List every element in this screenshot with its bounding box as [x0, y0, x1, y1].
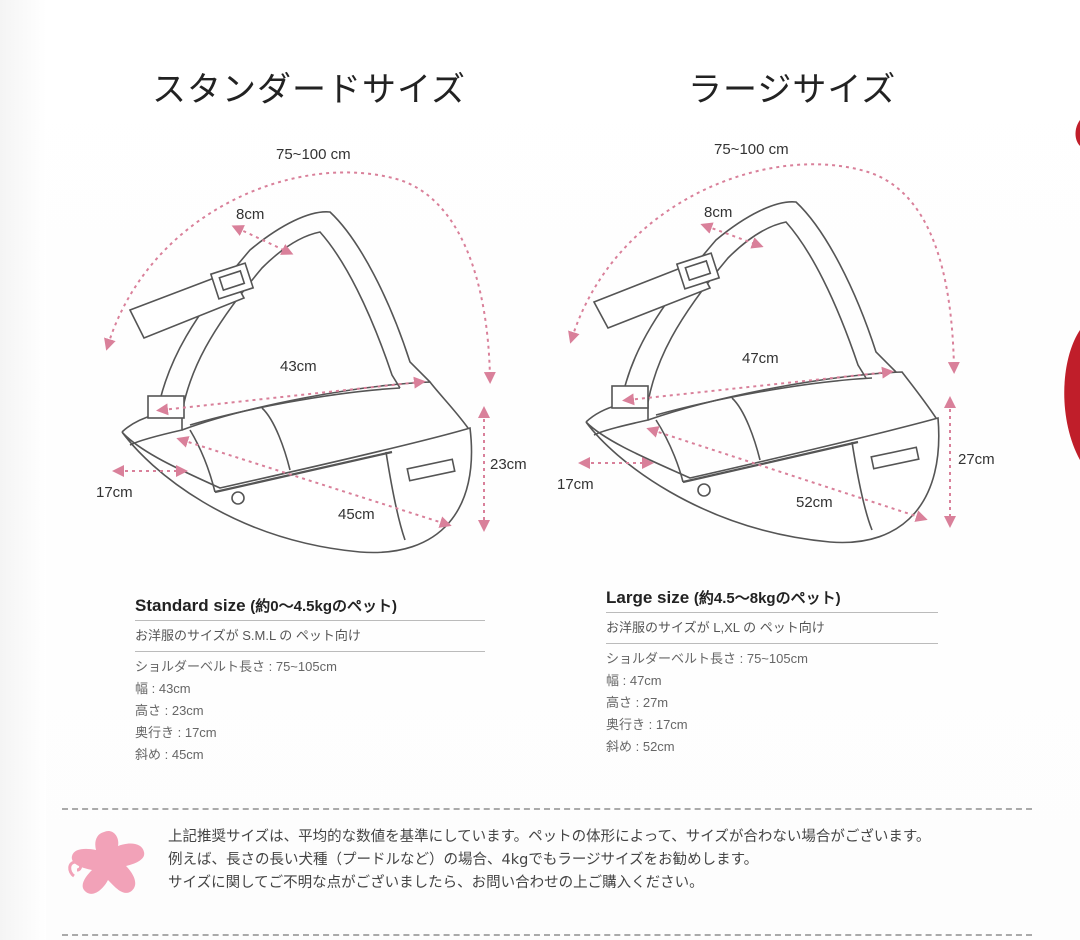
standard-strap-width-label: 8cm: [236, 206, 265, 223]
pink-star-icon: [68, 830, 145, 894]
large-spec-title-note: (約4.5〜8kgのペット): [693, 590, 841, 607]
standard-spec-line: ショルダーベルト長さ : 75~105cm: [135, 659, 337, 674]
divider: [606, 643, 938, 644]
large-size-heading: ラージサイズ: [688, 70, 897, 110]
standard-size-heading: スタンダードサイズ: [152, 70, 466, 110]
large-spec-block: Large size (約4.5〜8kgのペット) お洋服のサイズが L,XL …: [606, 587, 938, 758]
standard-bag-illustration: [121, 211, 473, 554]
large-width-label: 47cm: [742, 350, 779, 367]
note-line: サイズに関してご不明な点がございましたら、お問い合わせの上ご購入ください。: [168, 875, 704, 891]
standard-diagonal-label: 45cm: [338, 506, 375, 523]
standard-spec-line: 斜め : 45cm: [135, 747, 204, 762]
large-spec-line: 奥行き : 17cm: [606, 717, 688, 732]
large-spec-line: 高さ : 27m: [606, 695, 669, 710]
divider: [135, 620, 485, 621]
note-line: 例えば、長さの長い犬種（プードルなど）の場合、4kgでもラージサイズをお勧めしま…: [168, 852, 759, 868]
note-line: 上記推奨サイズは、平均的な数値を基準にしています。ペットの体形によって、サイズが…: [168, 829, 931, 845]
large-spec-line: 斜め : 52cm: [606, 739, 675, 754]
divider: [135, 651, 485, 652]
standard-depth-label: 17cm: [96, 484, 133, 501]
large-spec-intro: お洋服のサイズが L,XL の ペット向け: [606, 620, 825, 635]
standard-spec-title: Standard size (約0〜4.5kgのペット): [135, 595, 485, 616]
large-spec-title: Large size (約4.5〜8kgのペット): [606, 587, 938, 608]
standard-height-label: 23cm: [490, 456, 527, 473]
notes-block: 上記推奨サイズは、平均的な数値を基準にしています。ペットの体形によって、サイズが…: [168, 826, 930, 895]
large-spec-title-text: Large size: [606, 588, 690, 607]
standard-spec-block: Standard size (約0〜4.5kgのペット) お洋服のサイズが S.…: [135, 595, 485, 766]
dashed-divider-top: [62, 808, 1032, 810]
large-height-label: 27cm: [958, 451, 995, 468]
standard-belt-length-label: 75~100 cm: [276, 146, 351, 163]
standard-spec-intro: お洋服のサイズが S.M.L の ペット向け: [135, 628, 361, 643]
right-edge-decoration: [1064, 330, 1080, 460]
large-diagonal-label: 52cm: [796, 494, 833, 511]
large-belt-length-label: 75~100 cm: [714, 141, 789, 158]
standard-spec-title-note: (約0〜4.5kgのペット): [250, 598, 397, 615]
divider: [606, 612, 938, 613]
standard-spec-line: 奥行き : 17cm: [135, 725, 217, 740]
large-strap-width-label: 8cm: [704, 204, 733, 221]
dashed-divider-bottom: [62, 934, 1032, 936]
large-spec-line: 幅 : 47cm: [606, 673, 662, 688]
standard-spec-line: 幅 : 43cm: [135, 681, 191, 696]
standard-width-label: 43cm: [280, 358, 317, 375]
standard-spec-line: 高さ : 23cm: [135, 703, 204, 718]
left-edge-shadow: [0, 0, 46, 940]
bag-diagrams: [104, 120, 1080, 554]
large-depth-label: 17cm: [557, 476, 594, 493]
large-spec-line: ショルダーベルト長さ : 75~105cm: [606, 651, 808, 666]
standard-spec-title-text: Standard size: [135, 596, 246, 615]
